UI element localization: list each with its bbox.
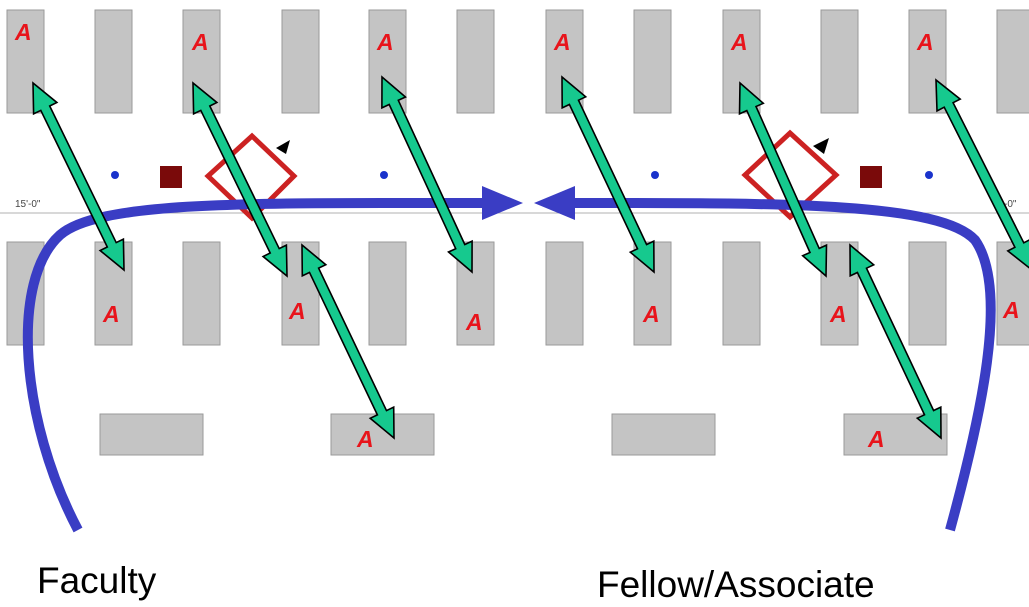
marker-label: A: [102, 301, 120, 327]
fellow-flow-arrow: [534, 186, 996, 532]
desk: [281, 9, 320, 114]
dimension-label-right: -0": [1004, 199, 1017, 210]
faculty-label: Faculty: [37, 560, 157, 601]
table: [611, 413, 716, 456]
double-arrow-icon: [192, 81, 288, 278]
bottom-table-row: [99, 413, 948, 456]
connection-arrows: [32, 75, 1029, 440]
post-icon: [651, 171, 659, 179]
marker-label: A: [1002, 297, 1020, 323]
post-icon: [380, 171, 388, 179]
desk: [722, 241, 761, 346]
dimension-label-left: 15'-0": [15, 199, 41, 210]
post-icon: [111, 171, 119, 179]
marker-label: A: [465, 309, 483, 335]
marker-label: A: [867, 426, 885, 452]
fellow-associate-label: Fellow/Associate: [597, 564, 875, 605]
desk: [368, 241, 407, 346]
desk: [545, 241, 584, 346]
double-arrow-icon: [849, 243, 942, 440]
desk: [908, 241, 947, 346]
table: [99, 413, 204, 456]
table: [843, 413, 948, 456]
desk: [633, 9, 672, 114]
desk: [94, 9, 133, 114]
desk: [996, 9, 1029, 114]
marker-label: A: [376, 29, 394, 55]
double-arrow-icon: [738, 81, 828, 278]
bench-icon: [204, 132, 298, 222]
marker-label: A: [356, 426, 374, 452]
post-icon: [925, 171, 933, 179]
desk: [820, 9, 859, 114]
faculty-flow-arrow: [22, 186, 523, 533]
marker-label: A: [829, 301, 847, 327]
top-desk-row: [6, 9, 1029, 114]
desk: [908, 9, 947, 114]
bench-icon: [741, 129, 840, 221]
double-arrow-icon: [561, 75, 655, 274]
desk: [456, 9, 495, 114]
double-arrow-icon: [935, 78, 1029, 269]
marker-label: A: [916, 29, 934, 55]
marker-label: A: [642, 301, 660, 327]
double-arrow-icon: [32, 81, 125, 272]
marker-labels: A A A A A A A A A A A A A A: [14, 19, 1020, 452]
stand-icon: [160, 166, 182, 188]
double-arrow-icon: [381, 75, 473, 274]
stand-icon: [860, 166, 882, 188]
double-arrow-icon: [301, 243, 395, 440]
desk: [182, 241, 221, 346]
marker-label: A: [730, 29, 748, 55]
marker-label: A: [191, 29, 209, 55]
marker-label: A: [553, 29, 571, 55]
marker-label: A: [288, 298, 306, 324]
marker-label: A: [14, 19, 32, 45]
middle-desk-row: [6, 241, 1029, 346]
